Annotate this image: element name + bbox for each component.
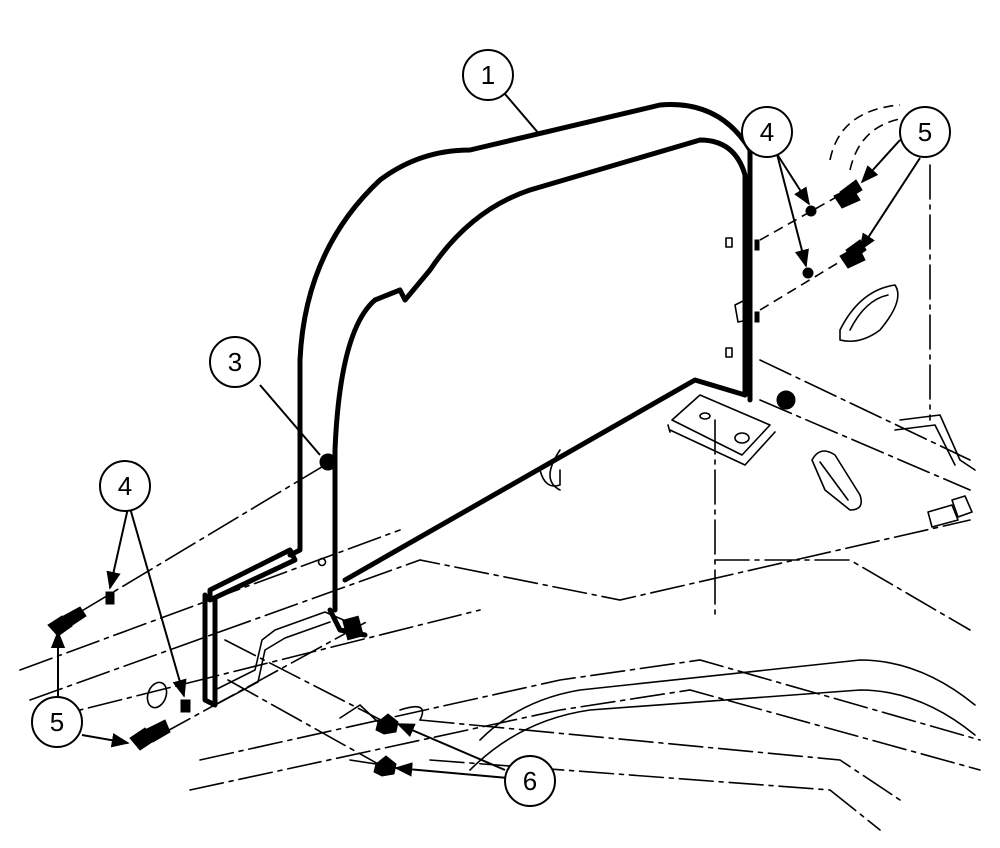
hex-nut [373,713,399,777]
callout-1: 1 [462,49,514,101]
frame-slot-upper [839,284,899,343]
callout-6: 6 [504,755,556,807]
callout-4-left: 4 [99,460,151,512]
svg-text:1: 1 [481,60,495,90]
svg-text:6: 6 [523,766,537,796]
loose-bolt [927,495,973,528]
svg-text:4: 4 [118,471,132,501]
svg-text:5: 5 [918,117,932,147]
stud-nut [319,453,337,471]
callout-3: 3 [209,336,261,388]
callout-4-right: 4 [741,106,793,158]
callout-5-right: 5 [899,106,951,158]
leader-lines [50,93,921,779]
shield-panel [202,102,796,708]
svg-text:3: 3 [228,347,242,377]
svg-text:5: 5 [50,707,64,737]
frame-slot-lower [811,450,863,511]
callout-5-left: 5 [31,696,83,748]
assembly-centerlines [79,194,847,766]
frame-hole-left [146,681,168,709]
svg-text:4: 4 [760,117,774,147]
